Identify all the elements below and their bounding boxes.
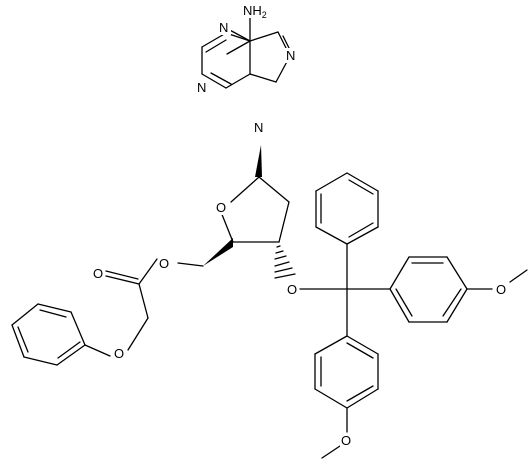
atom-labels: NH2 N N N N O O O O O O O <box>92 2 508 448</box>
n1-label: N <box>219 20 228 35</box>
trityl-oxygen-label: O <box>287 282 297 297</box>
phenoxyacetyl-group <box>11 258 158 366</box>
carbonyl-oxygen-label: O <box>93 266 103 281</box>
methoxy-oxygen-label: O <box>341 433 351 448</box>
n9-label: N <box>254 120 263 135</box>
n7-label: N <box>286 48 295 63</box>
n3-label: N <box>197 80 206 95</box>
sugar-ring <box>177 145 296 279</box>
purine-ring <box>201 14 294 89</box>
stereo-hash-o <box>274 245 296 279</box>
ring-oxygen-label: O <box>216 200 226 215</box>
stereo-wedge-ch2 <box>203 238 233 266</box>
amine-label: NH2 <box>243 3 267 20</box>
methoxy-oxygen-label: O <box>496 282 506 297</box>
ether-oxygen-label: O <box>114 346 124 361</box>
trityl-group <box>299 172 528 459</box>
stereo-wedge-n9 <box>255 145 262 177</box>
ester-oxygen-label: O <box>159 256 169 271</box>
